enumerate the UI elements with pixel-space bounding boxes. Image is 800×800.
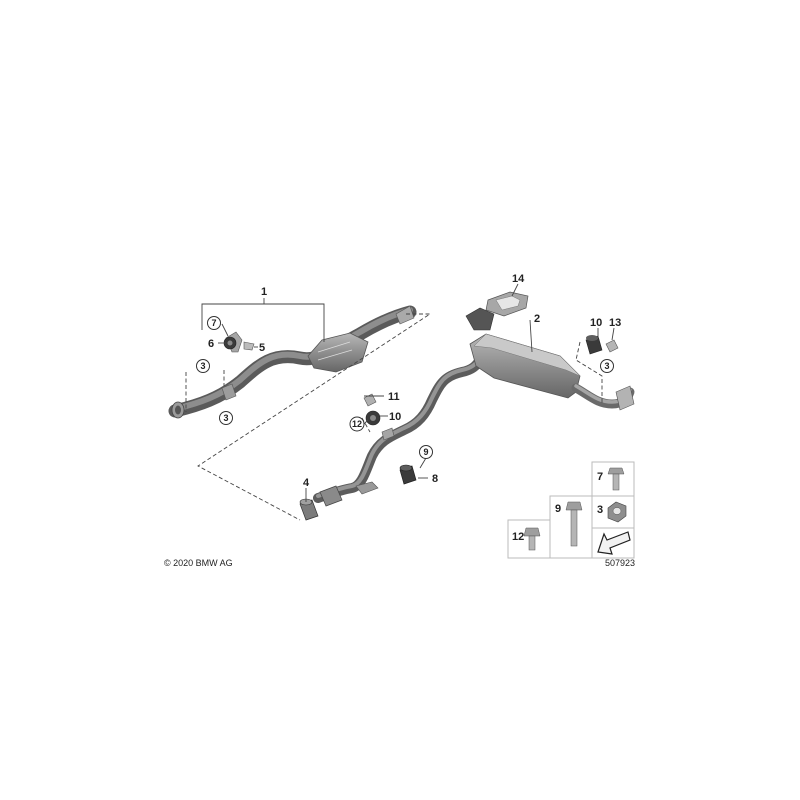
clip-13 — [605, 339, 619, 353]
diagram-number: 507923 — [605, 558, 635, 568]
hardware-legend: 7 9 3 12 — [507, 461, 635, 559]
nut-icon — [607, 501, 627, 523]
legend-3-label: 3 — [597, 504, 603, 516]
copyright-text: © 2020 BMW AG — [164, 558, 233, 568]
callout-8: 8 — [432, 473, 438, 485]
legend-12-label: 12 — [512, 531, 524, 543]
callout-4: 4 — [303, 477, 310, 489]
callout-6: 6 — [208, 338, 214, 350]
leader-lines — [201, 283, 615, 502]
center-pipe — [313, 355, 485, 507]
callout-14: 14 — [512, 273, 525, 285]
rear-muffler — [465, 307, 635, 411]
callouts: 1 2 14 7 6 5 3 3 10 13 3 11 10 12 9 8 4 — [196, 273, 621, 489]
callout-3c: 3 — [604, 361, 609, 371]
callout-1: 1 — [261, 286, 267, 298]
rubber-mount-8 — [399, 464, 417, 485]
callout-2: 2 — [534, 313, 540, 325]
callout-3-circle-a — [196, 359, 210, 373]
callout-12: 12 — [352, 419, 362, 429]
callout-7-circle — [207, 316, 221, 330]
callout-10a: 10 — [590, 317, 602, 329]
direction-arrow-icon — [597, 531, 631, 555]
callout-10b: 10 — [389, 411, 401, 423]
callout-3-circle-c — [600, 359, 614, 373]
long-bolt-icon — [565, 501, 583, 547]
callout-9: 9 — [423, 447, 428, 457]
callout-9-circle — [419, 445, 433, 459]
bolt-icon — [607, 467, 625, 491]
flange-bolt-icon — [523, 527, 541, 551]
callout-7: 7 — [211, 318, 216, 328]
front-pipe-catalytic-converter — [168, 305, 417, 419]
legend-7-label: 7 — [597, 471, 603, 483]
callout-13: 13 — [609, 317, 621, 329]
callout-3b: 3 — [223, 413, 228, 423]
callout-3a: 3 — [200, 361, 205, 371]
heat-shield-14 — [485, 291, 529, 317]
callout-5: 5 — [259, 342, 265, 354]
rubber-mount-10-right — [585, 335, 603, 355]
callout-3-circle-b — [219, 411, 233, 425]
callout-11: 11 — [388, 391, 400, 403]
callout-12-circle — [349, 416, 365, 432]
legend-9-label: 9 — [555, 503, 561, 515]
